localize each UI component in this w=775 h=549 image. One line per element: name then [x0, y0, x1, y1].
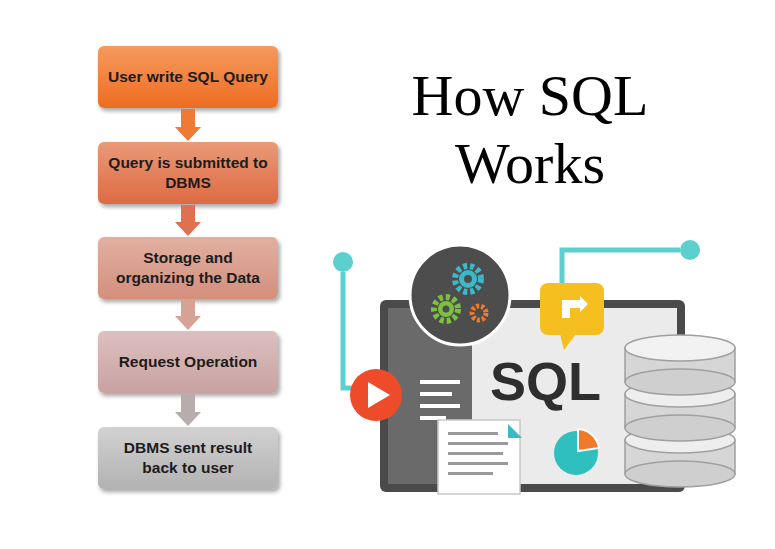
process-box: Request Operation	[98, 331, 278, 393]
box-text: Query is submitted to DBMS	[106, 153, 270, 193]
flow-arrow	[175, 300, 201, 330]
chat-bubble-tail	[560, 334, 576, 350]
process-box: Query is submitted to DBMS	[98, 142, 278, 204]
flow-arrow	[175, 205, 201, 236]
play-button	[350, 369, 402, 421]
play-triangle	[368, 382, 390, 408]
document-sheet	[438, 420, 520, 494]
db-bottom	[625, 369, 735, 395]
doc-line	[448, 472, 493, 475]
text-line	[420, 392, 452, 396]
doc-line	[448, 452, 503, 455]
text-line	[420, 404, 460, 408]
gear-icon	[438, 301, 454, 317]
teal-dot	[680, 240, 700, 260]
db-bottom	[625, 461, 735, 487]
gear-hole	[443, 306, 450, 313]
box-text: DBMS sent result back to user	[106, 438, 270, 478]
process-box: DBMS sent result back to user	[98, 427, 278, 489]
gear-icon	[472, 306, 486, 320]
chat-icon	[562, 296, 588, 318]
gear-badge	[410, 245, 510, 345]
teal-corner	[508, 424, 522, 438]
box-text: User write SQL Query	[108, 67, 268, 87]
teal-wire	[343, 272, 352, 388]
db-top	[625, 335, 735, 361]
gear-icon	[455, 266, 481, 292]
diagram-title: How SQL Works	[385, 62, 675, 198]
process-box: Storage and organizing the Data	[98, 237, 278, 299]
doc-line	[448, 432, 498, 435]
doc-line	[448, 442, 508, 445]
gear-icon	[459, 270, 477, 288]
flow-arrow	[175, 394, 201, 426]
db-bottom	[625, 415, 735, 441]
process-box: User write SQL Query	[98, 46, 278, 108]
database-stack	[625, 335, 735, 487]
box-text: Storage and organizing the Data	[106, 248, 270, 288]
gear-hole	[476, 310, 482, 316]
chat-bubble	[540, 283, 604, 335]
screen-text: SQL	[490, 350, 601, 412]
box-text: Request Operation	[119, 352, 258, 372]
flow-arrow	[175, 109, 201, 141]
teal-dot	[333, 252, 353, 272]
gear-icon	[434, 297, 458, 321]
doc-line	[448, 462, 508, 465]
teal-wire	[562, 250, 680, 284]
pie-slice	[578, 429, 599, 451]
text-line	[420, 380, 460, 384]
gear-hole	[464, 275, 472, 283]
